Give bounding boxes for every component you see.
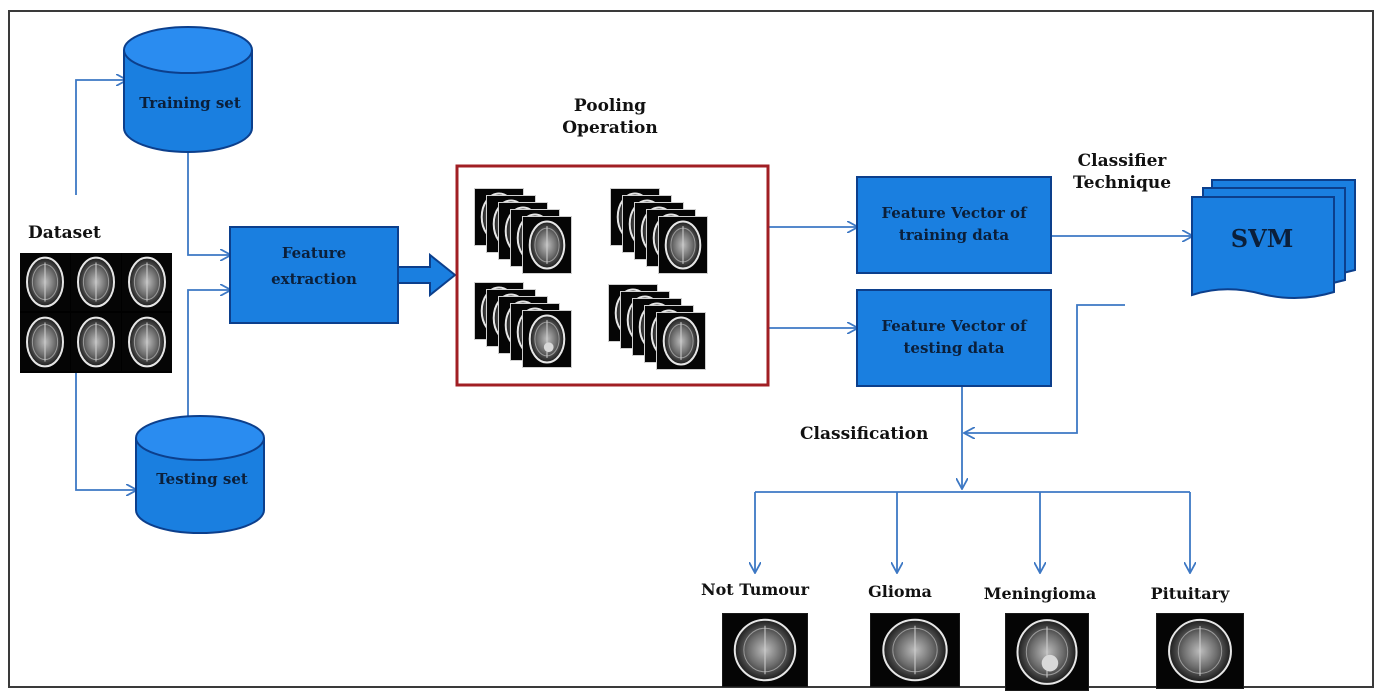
- glioma-mri-image: [870, 613, 960, 687]
- pituitary-mri-image: [1156, 613, 1244, 689]
- svm-to-classification-arrow: [965, 304, 1125, 433]
- dataset-scan-thumbnail: [122, 313, 172, 371]
- dataset-scan-thumbnail: [20, 313, 70, 371]
- svm-stack: [1191, 179, 1356, 300]
- classification-label: Classification: [800, 424, 929, 444]
- feature-vector-testing-label: Feature Vector of testing data: [881, 317, 1027, 357]
- pooling-scan-slice: [522, 216, 572, 274]
- class-label-glioma: Glioma: [868, 582, 932, 601]
- feature-vector-training-label: Feature Vector of training data: [881, 204, 1027, 244]
- pooling-scan-slice: [658, 216, 708, 274]
- dataset-to-training-arrow: [75, 80, 126, 195]
- diagram-frame: [8, 10, 1374, 688]
- testing-set-cylinder: [135, 415, 265, 534]
- class-label-meningioma: Meningioma: [983, 584, 1097, 603]
- testing-to-feature-arrow: [187, 290, 230, 425]
- feature-vector-testing-box: [856, 289, 1052, 387]
- training-to-feature-arrow: [187, 150, 230, 255]
- feature-extraction-label: Feature extraction: [271, 244, 357, 288]
- dataset-image-grid: [20, 253, 172, 373]
- extraction-to-pooling-block-arrow: [397, 252, 457, 298]
- training-set-label: Training set: [139, 94, 241, 112]
- dataset-scan-thumbnail: [122, 253, 172, 311]
- pooling-operation-label: Pooling Operation: [562, 96, 658, 138]
- pooling-scan-slice: [656, 312, 706, 370]
- dataset-label: Dataset: [28, 223, 101, 243]
- dataset-scan-thumbnail: [20, 253, 70, 311]
- class-label-not-tumour: Not Tumour: [701, 580, 809, 599]
- classifier-technique-label: Classifier Technique: [1072, 151, 1172, 193]
- class-label-pituitary: Pituitary: [1150, 584, 1230, 603]
- dataset-scan-thumbnail: [71, 313, 121, 371]
- dataset-scan-thumbnail: [71, 253, 121, 311]
- mri-stacks: [474, 188, 708, 370]
- connector-lines: [75, 80, 1192, 572]
- meningioma-mri-image: [1005, 613, 1089, 691]
- not-tumour-mri-image: [722, 613, 808, 687]
- feature-vector-training-box: [856, 176, 1052, 274]
- svm-label: SVM: [1230, 224, 1294, 253]
- training-set-cylinder: [123, 26, 253, 153]
- dataset-to-testing-arrow: [75, 372, 136, 490]
- testing-set-label: Testing set: [156, 470, 248, 488]
- feature-extraction-box: [229, 226, 399, 324]
- pooling-scan-slice: [522, 310, 572, 368]
